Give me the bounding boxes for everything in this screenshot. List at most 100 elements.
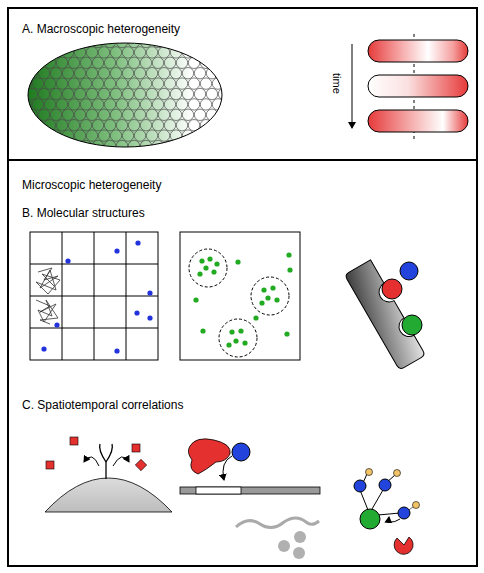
mrna <box>236 518 319 528</box>
cell-circle <box>98 130 109 141</box>
cell-circle <box>206 47 217 58</box>
cell-circle <box>122 88 133 99</box>
dna-strand <box>180 487 320 494</box>
cell-circle <box>182 47 193 58</box>
cell-circle <box>176 78 187 89</box>
cell-circle <box>164 36 175 47</box>
cell-circle <box>50 68 61 79</box>
cell-circle <box>164 78 175 89</box>
random-walk <box>36 268 60 324</box>
cell-circle <box>188 36 199 47</box>
cell-circle <box>164 140 175 151</box>
cell-circle <box>116 36 127 47</box>
cell-circle <box>170 109 181 120</box>
cell-circle <box>182 130 193 141</box>
cell-circle <box>74 47 85 58</box>
time-arrow <box>352 44 353 128</box>
cell-circle <box>194 68 205 79</box>
cell-circle <box>68 99 79 110</box>
panel-heading: Microscopic heterogeneity <box>22 178 161 192</box>
transfer-arrow <box>389 517 400 522</box>
cell-circle <box>122 109 133 120</box>
cell-circle <box>38 88 49 99</box>
cell-circle <box>92 120 103 131</box>
cell-circle <box>152 99 163 110</box>
cell-circle <box>212 78 223 89</box>
products <box>278 531 306 559</box>
complex-links <box>360 474 400 515</box>
cell-circle <box>92 140 103 151</box>
cell-circle <box>140 57 151 68</box>
cell-circle <box>86 109 97 120</box>
cell-circle <box>50 47 61 58</box>
panel-box: Microscopic heterogeneity B. Molecular st… <box>7 159 478 567</box>
cell-circle <box>200 140 211 151</box>
cell-circle <box>26 68 37 79</box>
cell-circle <box>140 78 151 89</box>
cell-circle <box>62 130 73 141</box>
cell-circle <box>170 130 181 141</box>
partner-protein <box>398 507 410 519</box>
bound-protein <box>382 279 402 299</box>
cell-circle <box>44 140 55 151</box>
cell-circle <box>68 120 79 131</box>
bound-protein <box>402 315 422 335</box>
cell-circle <box>86 88 97 99</box>
cell-circle <box>158 68 169 79</box>
cell-circle <box>26 109 37 120</box>
cell-circle <box>74 68 85 79</box>
cell-circle <box>80 36 91 47</box>
cell-circle <box>146 109 157 120</box>
cell-circle <box>80 78 91 89</box>
binding-site <box>196 487 241 494</box>
cell-circle <box>188 99 199 110</box>
membrane-dome <box>45 478 172 512</box>
cell-circle <box>62 47 73 58</box>
axis-label: time <box>330 73 343 94</box>
cell-circle <box>140 36 151 47</box>
cell-circle <box>110 88 121 99</box>
cell-circle <box>80 57 91 68</box>
panel-heading: A. Macroscopic heterogeneity <box>22 22 180 36</box>
cell-circle <box>194 47 205 58</box>
cell-circle <box>62 88 73 99</box>
midline <box>414 34 415 142</box>
cell-circle <box>86 47 97 58</box>
cell-circle <box>200 36 211 47</box>
partner-protein <box>354 480 366 492</box>
cell-circle <box>68 140 79 151</box>
cell-circle <box>128 99 139 110</box>
cell-circle <box>140 140 151 151</box>
cell-circle <box>32 78 43 89</box>
cell-circle <box>146 88 157 99</box>
cell-grid <box>20 36 229 151</box>
cell-circle <box>44 120 55 131</box>
cell-circle <box>188 78 199 89</box>
cell-circle <box>206 68 217 79</box>
cell-circle <box>200 99 211 110</box>
cell-circle <box>44 36 55 47</box>
cell-circle <box>218 47 229 58</box>
cell-circle <box>56 140 67 151</box>
panel-box: A. Macroscopic heterogeneity <box>7 7 478 161</box>
cell-circle <box>212 99 223 110</box>
cell-circle <box>110 47 121 58</box>
cell-circle <box>110 68 121 79</box>
bound-protein <box>400 262 418 280</box>
lattice <box>30 232 158 360</box>
cell-circle <box>218 109 229 120</box>
section-heading: B. Molecular structures <box>22 206 145 220</box>
cell-circle <box>212 120 223 131</box>
cell-circle <box>50 109 61 120</box>
cell-circle <box>158 130 169 141</box>
cell-circle <box>56 36 67 47</box>
cell-circle <box>20 140 31 151</box>
cell-circle <box>20 120 31 131</box>
cell-circle <box>122 130 133 141</box>
cell-circle <box>152 57 163 68</box>
cell-circle <box>98 47 109 58</box>
cell-pill <box>368 40 468 62</box>
ligand <box>46 437 147 471</box>
cluster-ring <box>189 249 289 357</box>
cell-circle <box>116 78 127 89</box>
